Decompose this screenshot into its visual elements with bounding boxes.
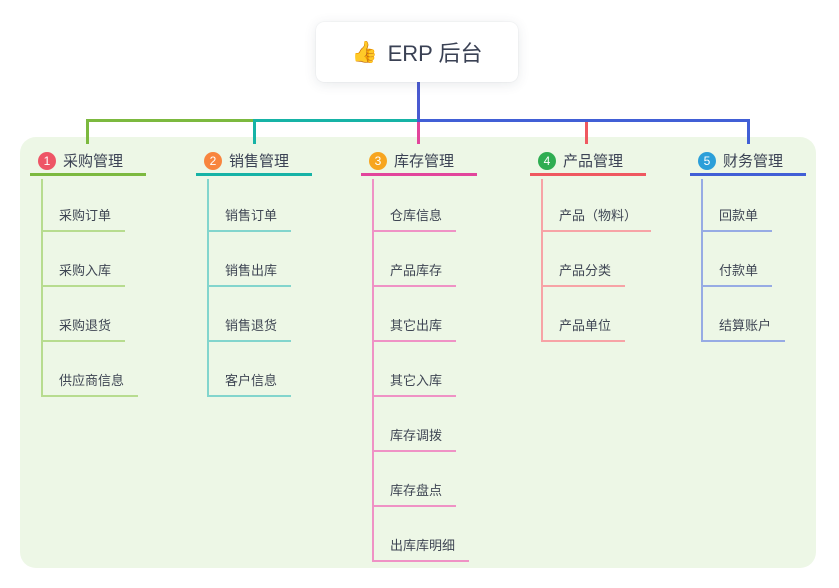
child-node-purchase-order[interactable]: 采购订单 [41, 205, 126, 232]
branch-finance-children: 回款单 付款单 结算账户 [701, 177, 786, 342]
branch-sales-rail [207, 179, 209, 397]
branch-purchase-children: 采购订单 采购入库 采购退货 供应商信息 [41, 177, 139, 397]
branch-inventory-rail [372, 179, 374, 562]
child-node-sales-return[interactable]: 销售退货 [207, 315, 292, 342]
branch-purchase: 1 采购管理 采购订单 采购入库 采购退货 供应商信息 [30, 148, 200, 397]
child-node-outbound-detail[interactable]: 出库库明细 [372, 535, 470, 562]
child-node-sales-outbound[interactable]: 销售出库 [207, 260, 292, 287]
child-node-other-outbound[interactable]: 其它出库 [372, 315, 457, 342]
branch-inventory-title: 库存管理 [394, 153, 455, 170]
root-node-erp[interactable]: 👍 ERP 后台 [316, 22, 518, 82]
branch-inventory-node[interactable]: 3 库存管理 [361, 148, 477, 176]
child-node-payment-order[interactable]: 付款单 [701, 260, 773, 287]
connector-drop-sales [253, 119, 256, 144]
connector-drop-purchase [86, 119, 89, 144]
child-node-product-stock[interactable]: 产品库存 [372, 260, 457, 287]
child-node-customer-info[interactable]: 客户信息 [207, 370, 292, 397]
branch-product-title: 产品管理 [563, 153, 624, 170]
branch-purchase-title: 采购管理 [63, 153, 124, 170]
branch-finance: 5 财务管理 回款单 付款单 结算账户 [690, 148, 839, 342]
child-node-purchase-return[interactable]: 采购退货 [41, 315, 126, 342]
badge-4: 4 [538, 151, 556, 170]
child-node-warehouse-info[interactable]: 仓库信息 [372, 205, 457, 232]
branch-sales-children: 销售订单 销售出库 销售退货 客户信息 [207, 177, 292, 397]
branch-product-children: 产品（物料） 产品分类 产品单位 [541, 177, 652, 342]
child-node-product-category[interactable]: 产品分类 [541, 260, 626, 287]
child-node-sales-order[interactable]: 销售订单 [207, 205, 292, 232]
badge-1: 1 [38, 151, 56, 170]
branch-inventory: 3 库存管理 仓库信息 产品库存 其它出库 其它入库 库存调拨 库存盘点 出库库… [361, 148, 531, 562]
root-title: ERP 后台 [387, 41, 483, 66]
branch-finance-node[interactable]: 5 财务管理 [690, 148, 806, 176]
branch-sales: 2 销售管理 销售订单 销售出库 销售退货 客户信息 [196, 148, 366, 397]
child-node-receipt-order[interactable]: 回款单 [701, 205, 773, 232]
badge-5: 5 [698, 151, 716, 170]
connector-root-drop [417, 82, 420, 122]
child-node-product-material[interactable]: 产品（物料） [541, 205, 652, 232]
branch-finance-title: 财务管理 [723, 153, 784, 170]
branch-product: 4 产品管理 产品（物料） 产品分类 产品单位 [530, 148, 700, 342]
connector-bus-teal [253, 119, 419, 122]
child-node-purchase-inbound[interactable]: 采购入库 [41, 260, 126, 287]
child-node-supplier-info[interactable]: 供应商信息 [41, 370, 139, 397]
child-node-stock-transfer[interactable]: 库存调拨 [372, 425, 457, 452]
connector-bus-blue [417, 119, 750, 122]
child-node-product-unit[interactable]: 产品单位 [541, 315, 626, 342]
connector-drop-inventory [417, 119, 420, 144]
branch-finance-rail [701, 179, 703, 342]
child-node-other-inbound[interactable]: 其它入库 [372, 370, 457, 397]
branch-purchase-node[interactable]: 1 采购管理 [30, 148, 146, 176]
badge-2: 2 [204, 151, 222, 170]
branch-product-node[interactable]: 4 产品管理 [530, 148, 646, 176]
connector-drop-product [585, 119, 588, 144]
thumbs-up-icon: 👍 [351, 40, 378, 64]
connector-bus-green [86, 119, 255, 122]
branch-purchase-rail [41, 179, 43, 397]
branch-sales-title: 销售管理 [229, 153, 290, 170]
branch-sales-node[interactable]: 2 销售管理 [196, 148, 312, 176]
branches-background-panel [20, 137, 816, 568]
connector-drop-finance [747, 119, 750, 144]
child-node-stock-taking[interactable]: 库存盘点 [372, 480, 457, 507]
child-node-settlement-account[interactable]: 结算账户 [701, 315, 786, 342]
branch-inventory-children: 仓库信息 产品库存 其它出库 其它入库 库存调拨 库存盘点 出库库明细 [372, 177, 470, 562]
branch-product-rail [541, 179, 543, 342]
badge-3: 3 [369, 151, 387, 170]
